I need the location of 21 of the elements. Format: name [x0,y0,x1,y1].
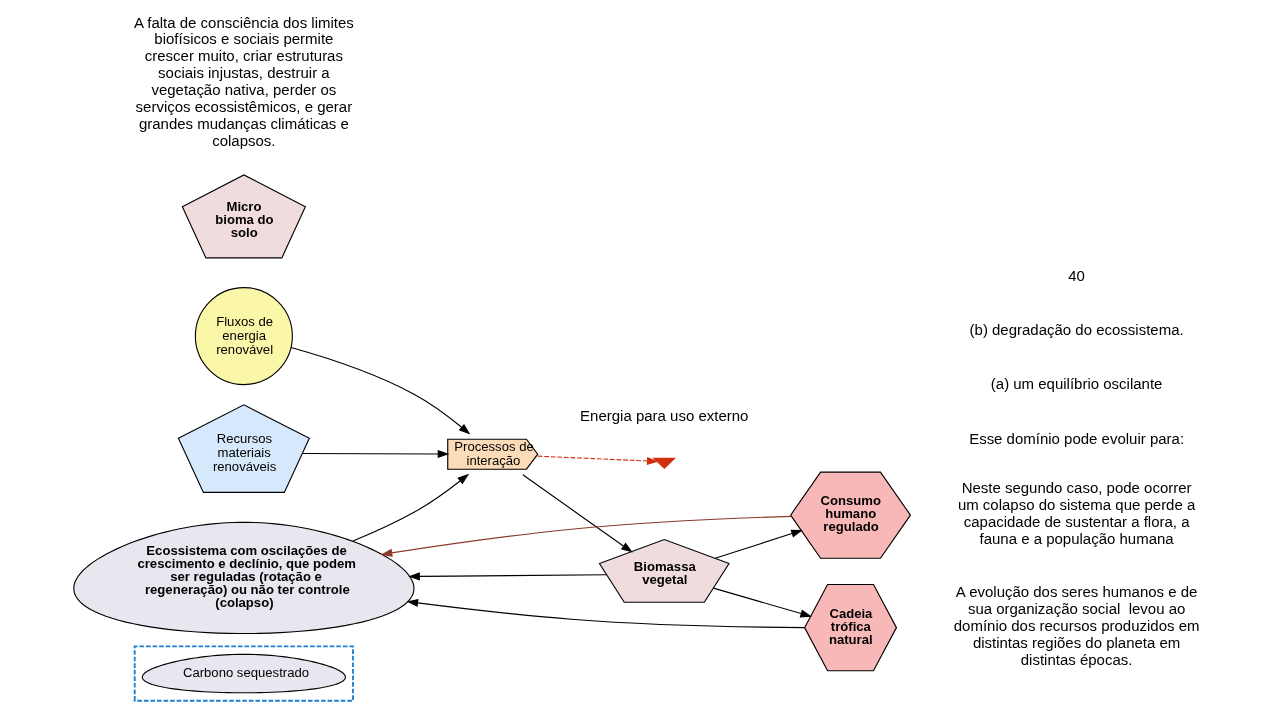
arrow [380,515,792,557]
label: Esse domínio pode evoluir para: [968,429,1184,447]
label: A evolução dos seres humanos e de sua organização social levou ao domínio dos recursos produzidos em distintas regiões do planeta em distintas épocas. [953,583,1199,668]
label: 40 [1067,266,1085,284]
label: (b) degradação do ecossistema. [969,320,1184,338]
label: (a) um equilíbrio oscilante [990,375,1162,393]
arrow [406,598,805,629]
arrow [714,529,803,559]
label: A falta de consciência dos limites biofísicos e sociais permite crescer muito, criar estruturas sociais injustas, destruir a vegetação nativa, perder os serviços ecossistêmicos, e gerar grandes mudanças climáticas e colapsos. [133,13,354,149]
arrow [712,587,812,618]
arrow [301,449,449,459]
arrow [351,473,469,542]
arrow [407,572,607,581]
cluster [133,645,354,702]
arrow [521,474,633,553]
node-ground [652,457,676,470]
node-circle: Fluxos de energia renovável [194,287,293,386]
arrow [289,347,470,435]
arrow [536,455,659,466]
label: Energia para uso externo [579,407,748,425]
label: Neste segundo caso, pode ocorrer um colapso do sistema que perde a capacidade de sustentar a flora, a fauna e a população humana [957,479,1195,548]
